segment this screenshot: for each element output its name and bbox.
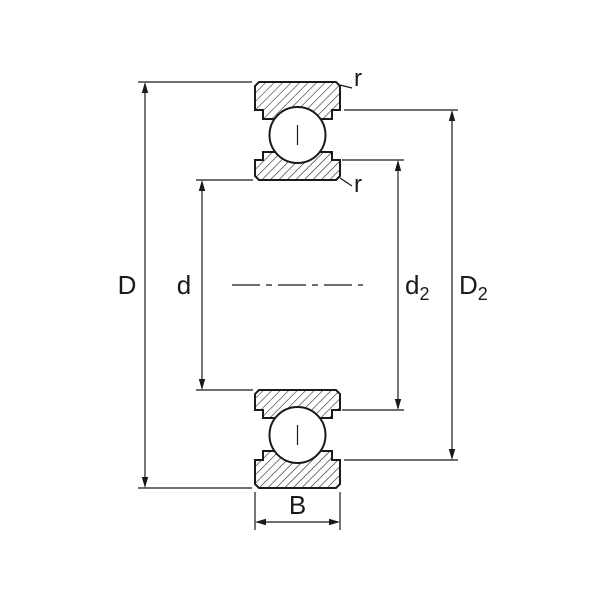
leader-line-r-inner [339, 177, 353, 187]
outer-ring-bottom-section [254, 450, 341, 489]
inner-ring-bottom-section [254, 389, 341, 419]
dimension-label-B: B [289, 490, 306, 520]
arrowhead-B-right [329, 518, 340, 526]
dimension-d2: d2 [394, 160, 429, 410]
arrowhead-d-bottom [198, 379, 206, 390]
radius-label-top: r [354, 65, 362, 92]
arrowhead-D-top [141, 82, 149, 93]
dimension-label-d2-sub: 2 [419, 284, 429, 304]
dimension-label-d2-main: d [405, 270, 419, 300]
dimension-D: D [118, 82, 149, 488]
arrowhead-D-bottom [141, 477, 149, 488]
dimension-D2: D2 [448, 110, 488, 460]
outer-ring-top-section [254, 81, 341, 120]
arrowhead-B-left [255, 518, 266, 526]
dimension-B: B [255, 490, 340, 526]
dimension-label-D: D [118, 270, 137, 300]
arrowhead-d-top [198, 180, 206, 191]
bearing-cross-section [232, 81, 363, 489]
extension-lines [138, 81, 458, 530]
radius-label-inner: r [354, 171, 362, 198]
arrowhead-d2-top [394, 160, 402, 171]
dimension-label-D2: D2 [459, 270, 488, 304]
dimension-label-D2-sub: 2 [478, 284, 488, 304]
radius-callouts: r r [339, 65, 362, 198]
arrowhead-D2-bottom [448, 449, 456, 460]
dimension-label-d2: d2 [405, 270, 429, 304]
dimension-label-d: d [177, 270, 191, 300]
leader-line-r-top [339, 84, 353, 89]
arrowhead-D2-top [448, 110, 456, 121]
dimension-d: d [177, 180, 206, 390]
inner-ring-top-section [254, 151, 341, 181]
dimension-label-D2-main: D [459, 270, 478, 300]
arrowhead-d2-bottom [394, 399, 402, 410]
